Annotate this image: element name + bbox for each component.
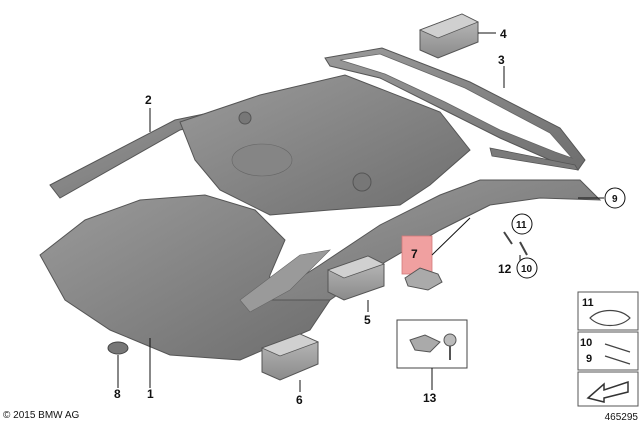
svg-text:11: 11 (582, 297, 594, 309)
copyright-text: © 2015 BMW AG (3, 410, 80, 421)
leader-lines (117, 32, 604, 392)
legend-arrow (577, 371, 639, 407)
callout-1: 1 (147, 387, 154, 401)
part-8-grommet[interactable] (107, 341, 129, 355)
callout-7: 7 (411, 247, 418, 261)
callout-10-circle: 10 (516, 257, 538, 279)
callout-8: 8 (114, 387, 121, 401)
callout-6: 6 (296, 393, 303, 407)
callout-11-circle: 11 (511, 213, 533, 235)
part-12-screw[interactable] (503, 231, 528, 256)
callout-5: 5 (364, 313, 371, 327)
svg-text:10: 10 (521, 264, 533, 275)
part-4-box[interactable] (418, 13, 479, 59)
svg-text:9: 9 (612, 194, 618, 205)
part-5-box[interactable] (326, 255, 386, 301)
svg-text:11: 11 (516, 220, 527, 231)
part-7-clip[interactable] (401, 235, 443, 291)
diagram-id: 465295 (604, 412, 638, 423)
callout-4: 4 (500, 27, 507, 41)
svg-text:9: 9 (586, 353, 592, 365)
callout-12: 12 (498, 262, 512, 276)
callout-9-circle: 9 (604, 187, 626, 209)
callout-2: 2 (145, 93, 152, 107)
svg-text:10: 10 (580, 337, 592, 349)
legend-11: 11 (577, 291, 639, 331)
headliner-upper-panel[interactable] (179, 74, 471, 216)
callout-13: 13 (423, 391, 437, 405)
legend-10-9: 10 9 (577, 331, 639, 371)
part-6-box[interactable] (260, 333, 320, 381)
callout-3: 3 (498, 53, 505, 67)
part-3-frame-strip[interactable] (324, 47, 586, 171)
part-13-detail[interactable] (396, 319, 468, 369)
